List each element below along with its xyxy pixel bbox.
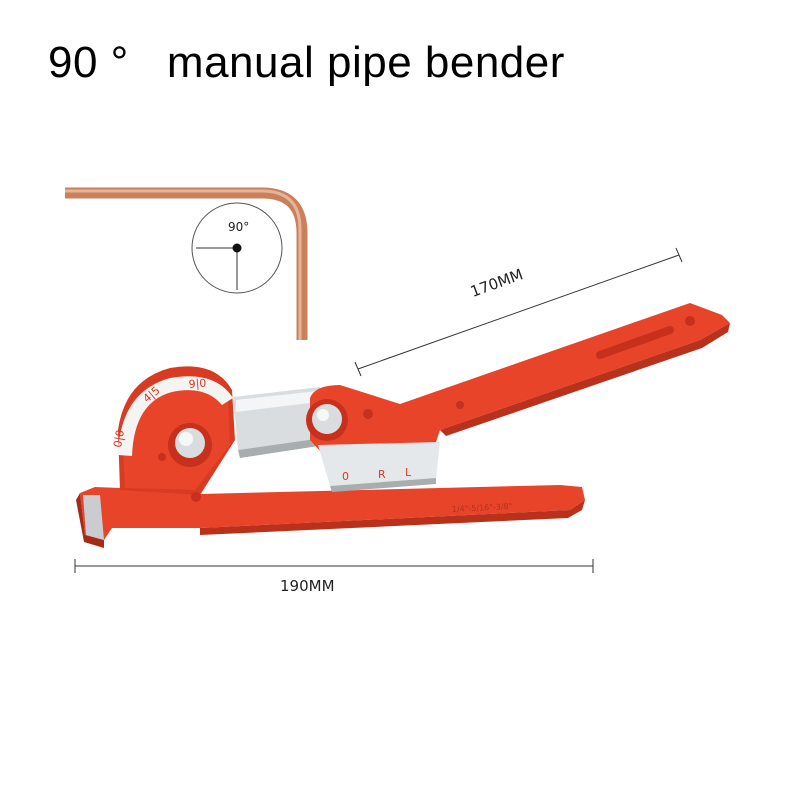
slider-mark-0: 0 bbox=[342, 470, 349, 483]
overall-length-label: 190MM bbox=[280, 577, 335, 595]
copper-pipe bbox=[65, 187, 308, 340]
dial-mark-90: 9|0 bbox=[188, 376, 207, 390]
product-title: 90 ° manual pipe bender bbox=[48, 38, 565, 87]
handle-engraving: 1/4"-5/16"-3/8" bbox=[452, 502, 513, 514]
pipe-bender-tool: 1/4"-5/16"-3/8" 0|0 4|5 9|0 bbox=[76, 303, 730, 548]
slider-mark-r: R bbox=[378, 468, 386, 481]
dial-mark-0: 0|0 bbox=[111, 429, 127, 449]
dimension-line-190 bbox=[74, 559, 594, 573]
angle-label: 90° bbox=[228, 220, 249, 234]
angle-diagram: 90° bbox=[191, 202, 283, 294]
dimension-line-170 bbox=[354, 247, 683, 377]
slider-scale: 0 R L bbox=[342, 466, 412, 483]
slider-mark-l: L bbox=[405, 466, 412, 479]
